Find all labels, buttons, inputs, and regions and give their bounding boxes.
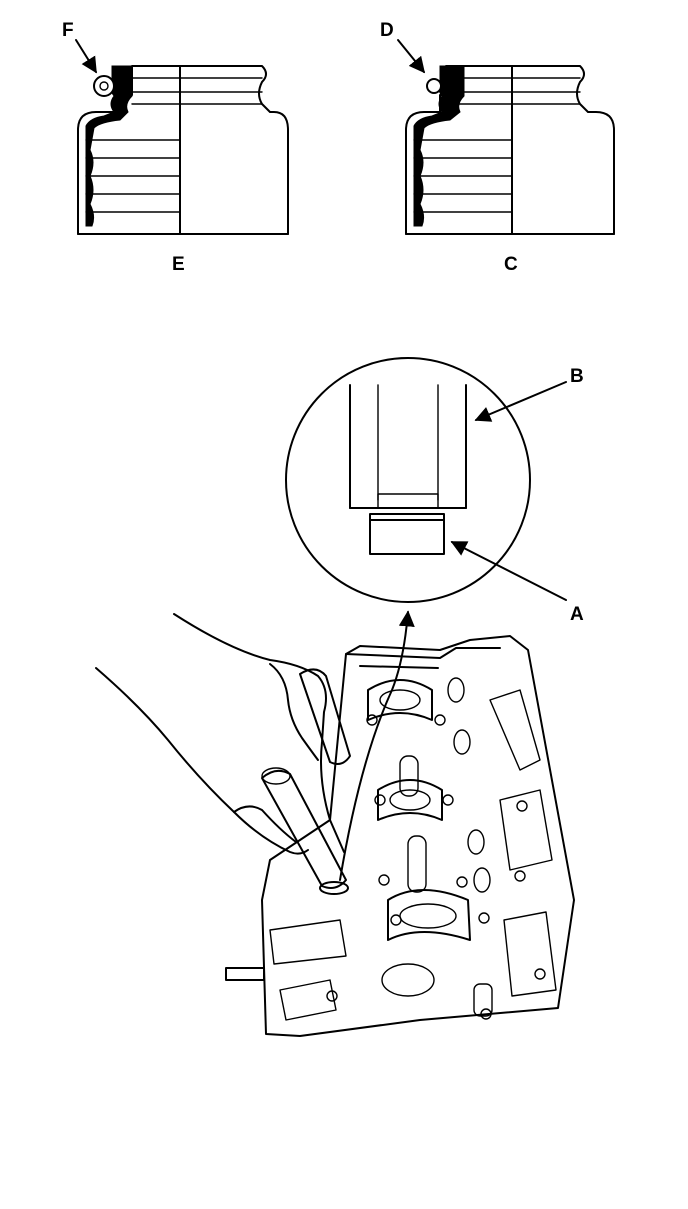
arrow-f	[75, 39, 97, 74]
seal-c	[405, 65, 615, 235]
cylinder-head	[225, 635, 575, 1037]
label-d: D	[380, 20, 394, 41]
arrow-a	[450, 541, 567, 601]
arrow-b	[474, 381, 567, 422]
label-b: B	[570, 366, 584, 387]
label-c: C	[504, 254, 518, 275]
label-a: A	[570, 604, 584, 625]
label-e: E	[172, 254, 185, 275]
hand-with-tool	[95, 613, 351, 889]
detail-circle	[285, 357, 567, 603]
arrow-d	[397, 39, 426, 74]
seal-e	[77, 65, 289, 235]
label-f: F	[62, 20, 74, 41]
